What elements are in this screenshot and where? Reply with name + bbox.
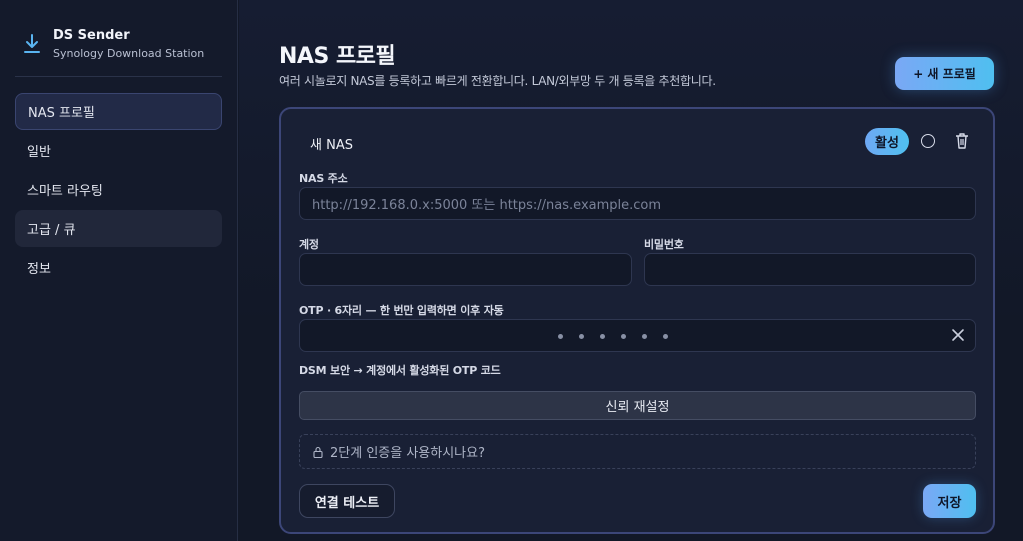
two-factor-label: 2단계 인증을 사용하시나요? xyxy=(330,446,485,461)
brand: DS Sender Synology Download Station xyxy=(22,28,204,60)
nas-profile-card: 새 NAS 활성 NAS 주소 http://192.168.0.x:5000 … xyxy=(279,107,995,534)
account-input[interactable] xyxy=(299,253,632,286)
otp-dot xyxy=(642,334,647,339)
otp-dot xyxy=(600,334,605,339)
sidebar-item-smart-routing[interactable]: 스마트 라우팅 xyxy=(15,171,222,208)
main-content: NAS 프로필 여러 시놀로지 NAS를 등록하고 빠르게 전환합니다. LAN… xyxy=(239,0,1023,541)
reset-trust-button[interactable]: 신뢰 재설정 xyxy=(299,391,976,420)
password-input[interactable] xyxy=(644,253,976,286)
otp-dot xyxy=(621,334,626,339)
brand-subtitle: Synology Download Station xyxy=(53,47,205,60)
sidebar-nav: NAS 프로필 일반 스마트 라우팅 고급 / 큐 정보 xyxy=(15,93,222,288)
password-label: 비밀번호 xyxy=(644,238,684,251)
page-subtitle: 여러 시놀로지 NAS를 등록하고 빠르게 전환합니다. LAN/외부망 두 개… xyxy=(279,74,716,88)
sidebar-item-nas-profile[interactable]: NAS 프로필 xyxy=(15,93,222,130)
sidebar-item-advanced-queue[interactable]: 고급 / 큐 xyxy=(15,210,222,247)
sidebar-item-label: 정보 xyxy=(27,262,51,277)
sidebar-item-label: 일반 xyxy=(27,145,51,160)
sidebar-item-general[interactable]: 일반 xyxy=(15,132,222,169)
trash-icon[interactable] xyxy=(954,132,970,150)
sidebar-item-label: 스마트 라우팅 xyxy=(27,184,103,199)
connection-test-button[interactable]: 연결 테스트 xyxy=(299,484,395,518)
address-label: NAS 주소 xyxy=(299,172,348,185)
sidebar-item-info[interactable]: 정보 xyxy=(15,249,222,286)
otp-hint: DSM 보안 → 계정에서 활성화된 OTP 코드 xyxy=(299,364,501,377)
save-button[interactable]: 저장 xyxy=(923,484,976,518)
clear-icon[interactable] xyxy=(951,328,965,342)
address-input[interactable]: http://192.168.0.x:5000 또는 https://nas.e… xyxy=(299,187,976,220)
otp-dot xyxy=(663,334,668,339)
sidebar-item-label: 고급 / 큐 xyxy=(27,223,76,238)
otp-input[interactable] xyxy=(299,319,976,352)
otp-dot xyxy=(579,334,584,339)
profile-name: 새 NAS xyxy=(310,138,353,153)
active-badge[interactable]: 활성 xyxy=(865,128,909,155)
new-profile-button[interactable]: + 새 프로필 xyxy=(895,57,994,90)
two-factor-toggle[interactable]: 2단계 인증을 사용하시나요? xyxy=(299,434,976,469)
otp-label: OTP · 6자리 — 한 번만 입력하면 이후 자동 xyxy=(299,304,504,317)
sidebar-divider xyxy=(15,76,222,77)
brand-title: DS Sender xyxy=(53,28,130,43)
otp-dots xyxy=(558,334,668,339)
download-icon xyxy=(24,34,40,53)
account-label: 계정 xyxy=(299,238,319,251)
page-title: NAS 프로필 xyxy=(279,44,396,69)
otp-dot xyxy=(558,334,563,339)
lock-icon xyxy=(313,446,323,458)
select-circle-icon[interactable] xyxy=(921,134,935,148)
sidebar-item-label: NAS 프로필 xyxy=(28,106,95,121)
sidebar: DS Sender Synology Download Station NAS … xyxy=(0,0,238,541)
